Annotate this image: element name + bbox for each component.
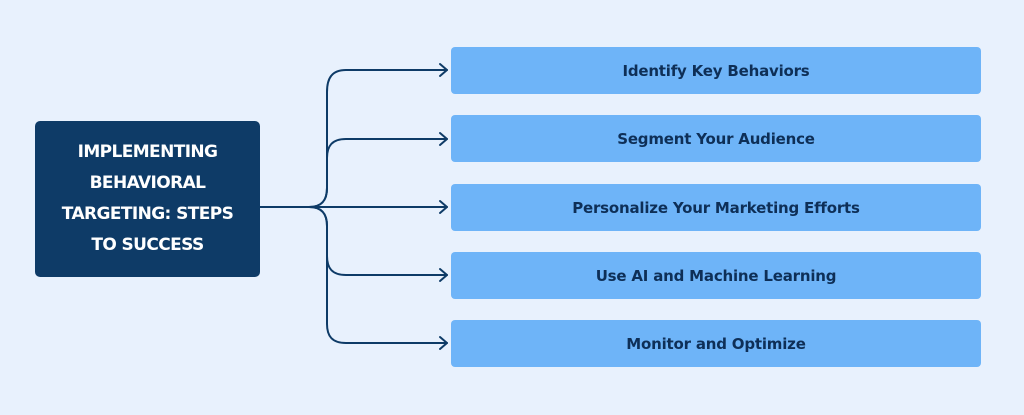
step-node-identify-key-behaviors: Identify Key Behaviors <box>451 47 981 94</box>
step-label: Personalize Your Marketing Efforts <box>572 198 860 217</box>
connector-step-5 <box>308 206 448 344</box>
root-title: IMPLEMENTING BEHAVIORAL TARGETING: STEPS… <box>61 142 234 255</box>
arrowhead-step-2 <box>439 132 448 146</box>
step-node-personalize-marketing: Personalize Your Marketing Efforts <box>451 184 981 231</box>
step-node-monitor-optimize: Monitor and Optimize <box>451 320 981 367</box>
arrowhead-step-1 <box>439 63 448 77</box>
step-label: Segment Your Audience <box>617 129 815 148</box>
arrowhead-step-3 <box>439 200 448 214</box>
step-node-segment-your-audience: Segment Your Audience <box>451 115 981 162</box>
arrowhead-step-5 <box>439 336 448 350</box>
arrowhead-step-4 <box>439 268 448 282</box>
connector-step-4 <box>308 206 448 276</box>
step-label: Identify Key Behaviors <box>622 61 810 80</box>
step-label: Monitor and Optimize <box>626 334 806 353</box>
root-node: IMPLEMENTING BEHAVIORAL TARGETING: STEPS… <box>35 121 260 277</box>
connector-step-2 <box>308 138 448 208</box>
step-node-use-ai-ml: Use AI and Machine Learning <box>451 252 981 299</box>
step-label: Use AI and Machine Learning <box>595 266 837 285</box>
